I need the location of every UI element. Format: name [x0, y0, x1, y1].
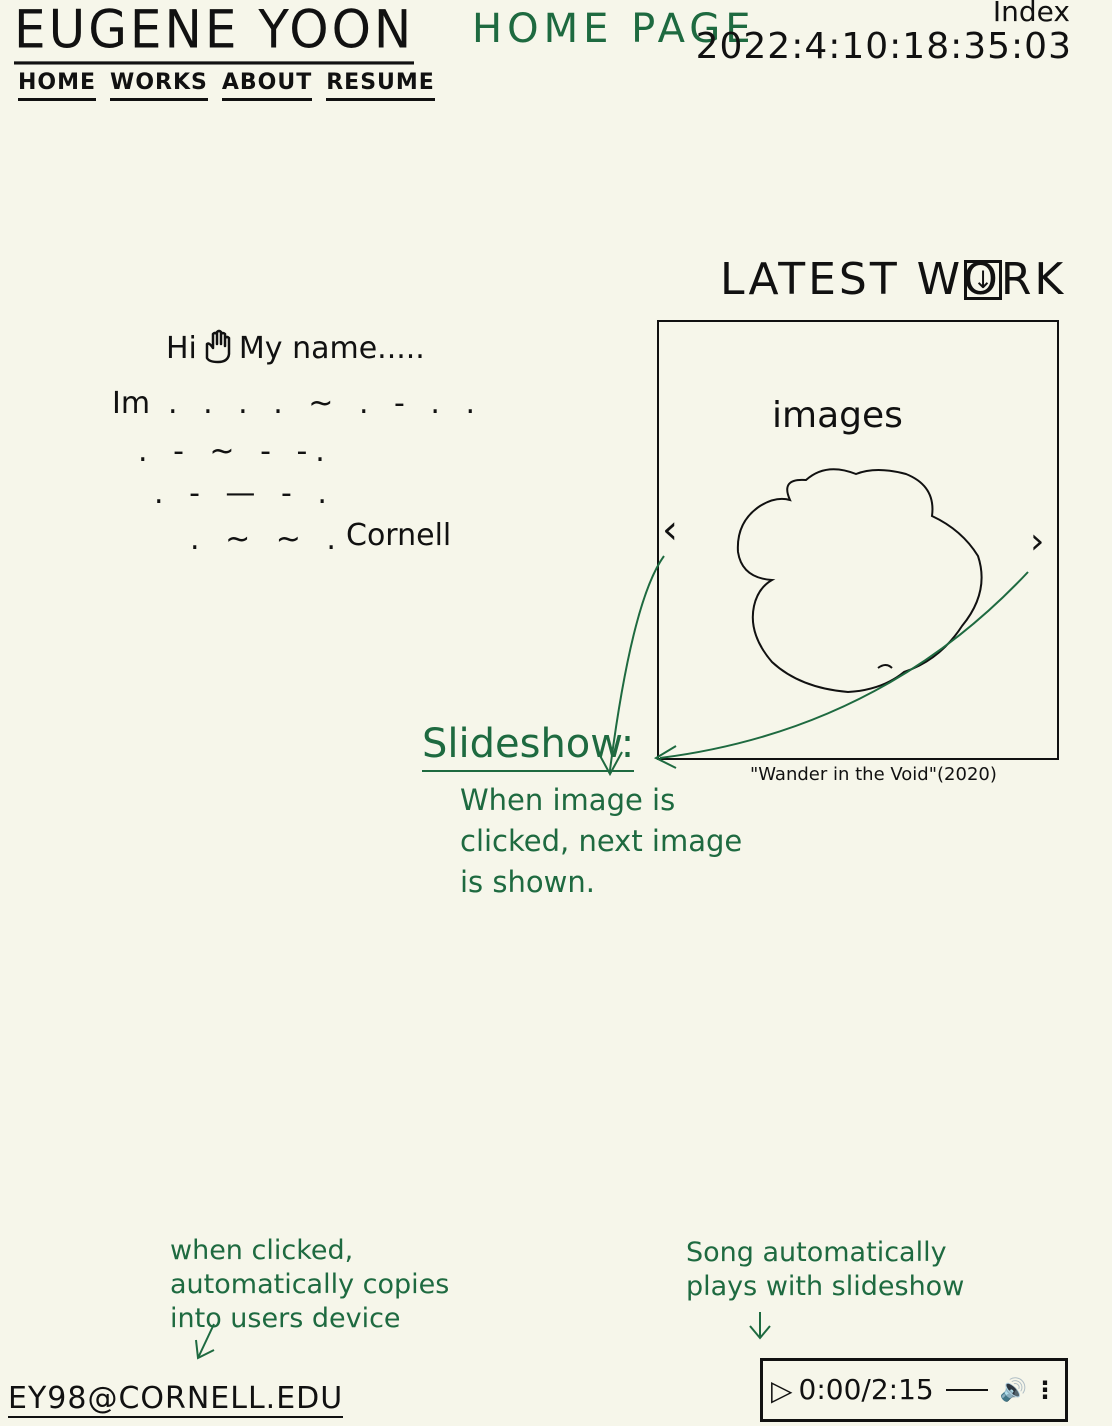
arrow-down-icon[interactable]: ↓ — [964, 260, 1002, 300]
slideshow-image-frame[interactable] — [657, 320, 1059, 760]
intro-greeting: Hi My name..... — [166, 328, 425, 369]
nav-home[interactable]: HOME — [18, 70, 97, 101]
intro-cornell: Cornell — [346, 518, 452, 553]
wave-hand-icon — [205, 329, 231, 364]
more-options-icon[interactable]: ⋮ — [1033, 1376, 1057, 1404]
intro-placeholder-line: . - — - . — [154, 476, 335, 511]
slideshow-images-label: images — [772, 395, 903, 436]
main-nav: HOME WORKS ABOUT RESUME — [18, 70, 435, 101]
intro-placeholder-line: . . . . ~ . - . . — [168, 386, 484, 421]
work-caption: "Wander in the Void"(2020) — [750, 764, 997, 785]
volume-icon[interactable]: 🔊 — [999, 1377, 1027, 1403]
slideshow-annotation-note: When image is clicked, next image is sho… — [460, 783, 743, 899]
page-label-annotation: HOME PAGE — [472, 6, 756, 52]
chevron-left-icon[interactable]: ‹ — [662, 507, 678, 553]
timestamp: 2022:4:10:18:35:03 — [695, 26, 1072, 67]
intro-im: Im — [112, 386, 151, 421]
audio-time: 0:00/2:15 — [798, 1373, 934, 1406]
nav-works[interactable]: WORKS — [110, 70, 208, 101]
intro-placeholder-line: . - ~ - -. — [138, 434, 333, 469]
audio-annotation-note: Song automatically plays with slideshow — [686, 1237, 965, 1302]
nav-resume[interactable]: RESUME — [326, 70, 435, 101]
slideshow-annotation-heading: Slideshow: — [422, 720, 635, 772]
intro-placeholder-line: . ~ ~ . — [190, 522, 344, 557]
greeting-rest: My name..... — [238, 331, 425, 366]
audio-progress-track[interactable] — [945, 1389, 988, 1391]
email-annotation-note: when clicked, automatically copies into … — [170, 1235, 450, 1334]
audio-player: ▷ 0:00/2:15 🔊 ⋮ — [760, 1358, 1068, 1422]
index-label: Index — [992, 0, 1070, 28]
email-link[interactable]: EY98@CORNELL.EDU — [8, 1381, 344, 1418]
greeting-hi: Hi — [166, 331, 197, 366]
chevron-right-icon[interactable]: › — [1030, 521, 1045, 562]
play-icon[interactable]: ▷ — [771, 1373, 793, 1407]
latest-work-title: LATEST WORK — [720, 254, 1067, 305]
nav-about[interactable]: ABOUT — [221, 70, 313, 101]
site-name[interactable]: EUGENE YOON — [14, 0, 415, 65]
